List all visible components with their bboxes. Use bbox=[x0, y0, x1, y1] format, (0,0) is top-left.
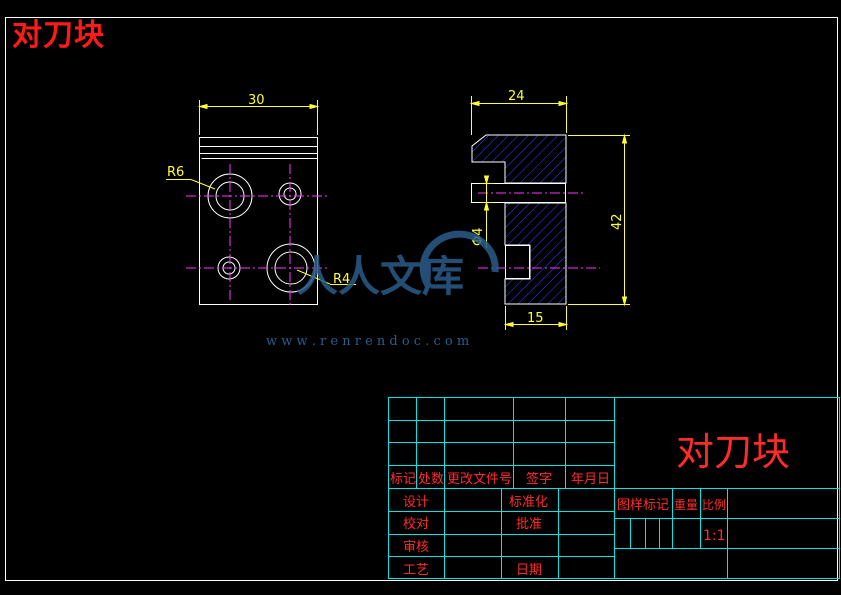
radius-leader-small bbox=[296, 269, 356, 285]
dim-radius-large: R6 bbox=[167, 165, 184, 180]
front-view-centerlines bbox=[186, 164, 330, 305]
tb-header-change-doc: 更改文件号 bbox=[447, 472, 512, 487]
tb-review: 审核 bbox=[403, 540, 429, 555]
side-dimensions bbox=[469, 96, 630, 330]
dim-side-width: 24 bbox=[508, 89, 525, 104]
watermark-logo: 人人文库 bbox=[296, 230, 499, 301]
tb-ratio: 比例 bbox=[702, 498, 726, 512]
dim-radius-small: R4 bbox=[333, 272, 350, 287]
dim-side-bottom: 15 bbox=[527, 311, 544, 326]
tb-design: 设计 bbox=[403, 495, 429, 510]
tb-header-signature: 签字 bbox=[526, 471, 552, 487]
tb-header-count: 处数 bbox=[418, 472, 444, 487]
drawing-corner-title: 对刀块 bbox=[12, 18, 105, 53]
tb-scale-value: 1:1 bbox=[703, 528, 726, 544]
title-block-grid bbox=[388, 397, 840, 579]
watermark-logo-text: 人人文库 bbox=[296, 252, 464, 301]
tb-date: 日期 bbox=[516, 563, 542, 578]
watermark-url: w w w . r e n r e n d o c . c o m bbox=[266, 334, 469, 349]
radius-leader-large bbox=[166, 179, 216, 190]
drawing-frame bbox=[5, 17, 838, 581]
front-width-dimension bbox=[197, 100, 320, 135]
dim-front-width: 30 bbox=[248, 93, 265, 108]
dim-side-height: 42 bbox=[610, 213, 625, 230]
tb-process: 工艺 bbox=[403, 563, 429, 578]
tb-weight: 重量 bbox=[674, 498, 698, 512]
tb-pattern-mark: 图样标记 bbox=[617, 498, 669, 513]
tb-header-mark: 标记 bbox=[390, 472, 416, 487]
tb-standardize: 标准化 bbox=[509, 495, 548, 510]
tb-check: 校对 bbox=[403, 516, 429, 532]
side-section-view bbox=[471, 134, 567, 305]
tb-approve: 批准 bbox=[516, 517, 542, 532]
tb-header-date: 年月日 bbox=[571, 472, 610, 487]
tb-part-name: 对刀块 bbox=[676, 430, 790, 474]
